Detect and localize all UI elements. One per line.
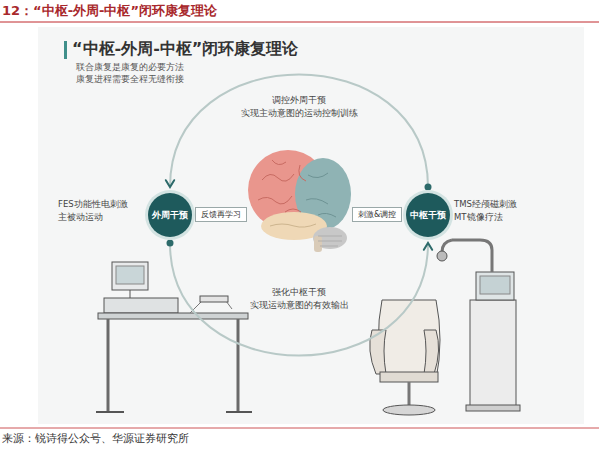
arrowhead: [424, 243, 432, 250]
header-rule: [0, 22, 599, 23]
arc-heading: 强化中枢干预: [272, 287, 326, 298]
node-text: 外周干预: [152, 210, 188, 220]
source-caption: 来源：锐诗得公众号、华源证券研究所: [2, 432, 189, 445]
arc-note: 实现运动意图的有效输出: [250, 300, 349, 311]
panel: [38, 27, 584, 424]
subtitle: 康复进程需要全程无缝衔接: [76, 74, 184, 85]
method-label: FES功能性电刺激: [58, 199, 128, 209]
fes-device: [96, 262, 252, 412]
subtitle: 联合康复是康复的必要方法: [76, 62, 184, 73]
tag-box: 刺激&调控: [352, 207, 402, 222]
node-text: 中枢干预: [410, 210, 446, 220]
loop-arc-line: [170, 243, 428, 356]
arrowhead: [166, 180, 174, 187]
tag-box: 反馈再学习: [195, 207, 247, 222]
node-text: 刺激&调控: [358, 210, 396, 219]
method-label: TMS经颅磁刺激: [454, 199, 517, 209]
arc-dot: [425, 184, 432, 191]
arc-dot: [167, 240, 174, 247]
intervention-circle: 中枢干预: [406, 193, 450, 237]
brain: [248, 150, 351, 252]
figure-title: 12：“中枢-外周-中枢”闭环康复理论: [2, 3, 217, 19]
footer-rule: [0, 428, 599, 429]
arc-note: 实现主动意图的运动控制训练: [241, 108, 358, 119]
intervention-circle: 外周干预: [148, 193, 192, 237]
title-bar: [64, 41, 67, 59]
node-text: 反馈再学习: [201, 210, 241, 219]
arc-heading: 调控外周干预: [272, 95, 326, 106]
panel-title: “中枢-外周-中枢”闭环康复理论: [72, 39, 298, 58]
loop-arc-line: [170, 75, 428, 188]
method-label: MT镜像疗法: [454, 212, 503, 222]
loop-arc: [166, 75, 432, 191]
method-label: 主被动运动: [58, 212, 103, 222]
tms-device: [370, 240, 520, 415]
loop-arc: [167, 240, 433, 356]
